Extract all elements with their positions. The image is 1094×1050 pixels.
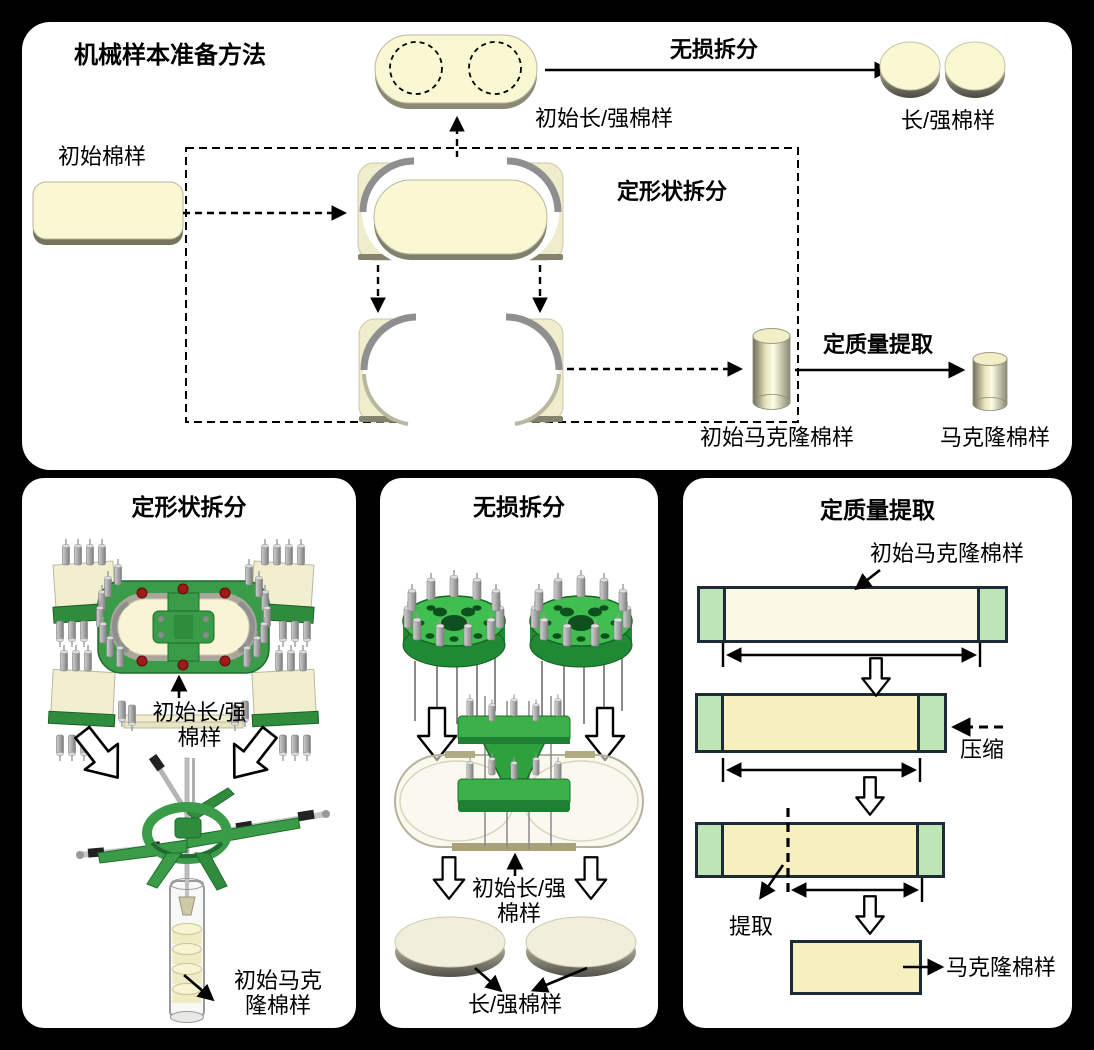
bar1-left-cap — [700, 589, 726, 640]
extractor-machine-icon — [76, 753, 330, 891]
measure-arrow-1 — [721, 643, 982, 667]
bar2-right-cap — [917, 696, 944, 750]
initial-ls-pill-icon — [374, 34, 538, 109]
mic-sample-label: 马克隆棉样 — [940, 425, 1051, 450]
shape-split-step-label: 定形状拆分 — [617, 179, 728, 204]
bar-initial-sample — [697, 586, 1008, 643]
lossless-split-panel: 无损拆分 — [380, 478, 658, 1028]
bar2-left-cap — [698, 696, 724, 750]
initial-mic-label-p1: 初始马克 隆棉样 — [233, 968, 322, 1019]
extract-pointer-arrow — [759, 864, 785, 900]
bar-compressed-sample — [695, 693, 947, 753]
disc-pointer-left — [474, 967, 503, 993]
measure-arrow-2 — [721, 758, 922, 782]
block-arrow-3-icon — [855, 895, 885, 935]
initial-sample-block-icon — [32, 181, 184, 245]
bar3-cotton — [724, 825, 916, 875]
fixture-with-pill-icon — [357, 157, 564, 266]
compress-label: 压缩 — [960, 737, 1005, 762]
initial-ls-label-p1: 初始长/强 棉样 — [152, 700, 247, 751]
ls-sample-label-p2: 长/强棉样 — [468, 992, 563, 1017]
figure-title: 机械样本准备方法 — [74, 42, 266, 69]
initial-mic-label-p3: 初始马克隆棉样 — [870, 541, 1025, 566]
initial-sample-label: 初始棉样 — [58, 144, 147, 169]
disc-pointer-right — [530, 966, 588, 993]
shape-split-machine-icon — [47, 538, 320, 762]
mass-extract-panel: 定质量提取 — [683, 478, 1072, 1028]
pointer-arrow-initial-mic-p3 — [854, 568, 881, 591]
extract-label: 提取 — [729, 914, 774, 939]
lossless-split-diagram — [394, 478, 644, 993]
bar3-right-cap — [916, 825, 942, 875]
mic-sample-label-p3: 马克隆棉样 — [946, 955, 1057, 980]
fixture-empty-icon — [358, 313, 564, 426]
mass-extract-step-label: 定质量提取 — [823, 332, 934, 357]
press-assembly-icon — [394, 693, 644, 851]
shape-split-panel: 定形状拆分 — [22, 478, 356, 1028]
measure-arrow-3 — [790, 878, 924, 902]
overview-diagram — [32, 34, 1008, 426]
bar2-cotton — [724, 696, 917, 750]
shape-split-panel-title: 定形状拆分 — [131, 494, 247, 520]
sample-tube-icon — [169, 878, 205, 1023]
mic-cylinder-icon — [972, 352, 1008, 411]
pointer-arrow-initial-mic — [183, 974, 215, 1002]
mass-extract-panel-title: 定质量提取 — [820, 497, 935, 523]
initial-mic-sample-label: 初始马克隆棉样 — [700, 425, 855, 450]
ls-discs-icon — [879, 41, 1006, 98]
overview-panel: 机械样本准备方法 初始棉样 初始长/强棉样 无损拆分 长/强棉样 定形状拆分 初… — [22, 22, 1072, 470]
bar-extract-sample — [695, 822, 945, 878]
bar1-cotton — [726, 589, 977, 640]
shape-split-diagram — [47, 538, 330, 1023]
ls-sample-label: 长/强棉样 — [901, 108, 996, 133]
block-arrow-2-icon — [855, 776, 885, 816]
result-discs-icon — [394, 916, 637, 977]
block-arrow-lower-right-icon — [574, 856, 608, 900]
shape-split-dashed-box — [185, 147, 799, 423]
bar1-right-cap — [977, 589, 1005, 640]
bar3-left-cap — [698, 825, 724, 875]
lossless-split-panel-title: 无损拆分 — [473, 494, 565, 520]
mass-extract-diagram — [721, 568, 1003, 976]
initial-mic-cylinder-icon — [752, 328, 791, 410]
disc-machine-right-icon — [530, 570, 632, 728]
lossless-split-step-label: 无损拆分 — [670, 37, 759, 62]
block-arrow-1-icon — [861, 657, 891, 697]
initial-ls-sample-label: 初始长/强棉样 — [535, 106, 674, 131]
initial-ls-label-p2: 初始长/强 棉样 — [471, 876, 567, 927]
